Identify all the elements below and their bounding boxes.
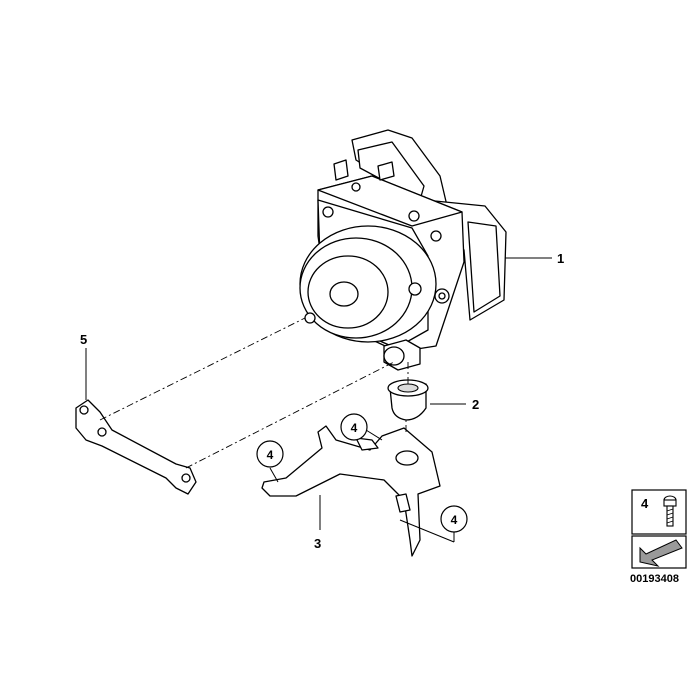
grommet [387, 379, 429, 421]
callout-2: 2 [472, 397, 479, 412]
callout-4b: 4 [351, 421, 358, 435]
callout-1: 1 [557, 251, 564, 266]
mounting-plate [75, 399, 197, 495]
diagram-number: 00193408 [630, 573, 679, 585]
callout-3: 3 [314, 536, 321, 551]
callout-4c: 4 [451, 513, 458, 527]
callout-4-circle-b: 4 [340, 413, 368, 441]
callout-4-circle-a: 4 [256, 440, 284, 468]
callout-5: 5 [80, 332, 87, 347]
legend-box: 4 [631, 489, 687, 569]
leader-lines [85, 257, 552, 543]
screw-icon [663, 495, 677, 527]
abs-hydraulic-unit [299, 129, 507, 371]
callout-4-circle-c: 4 [440, 505, 468, 533]
direction-arrow-icon [639, 539, 683, 567]
assembly-lines [99, 317, 409, 469]
callout-4a: 4 [267, 448, 274, 462]
lower-bracket [261, 425, 441, 557]
legend-screw-number: 4 [641, 496, 649, 511]
